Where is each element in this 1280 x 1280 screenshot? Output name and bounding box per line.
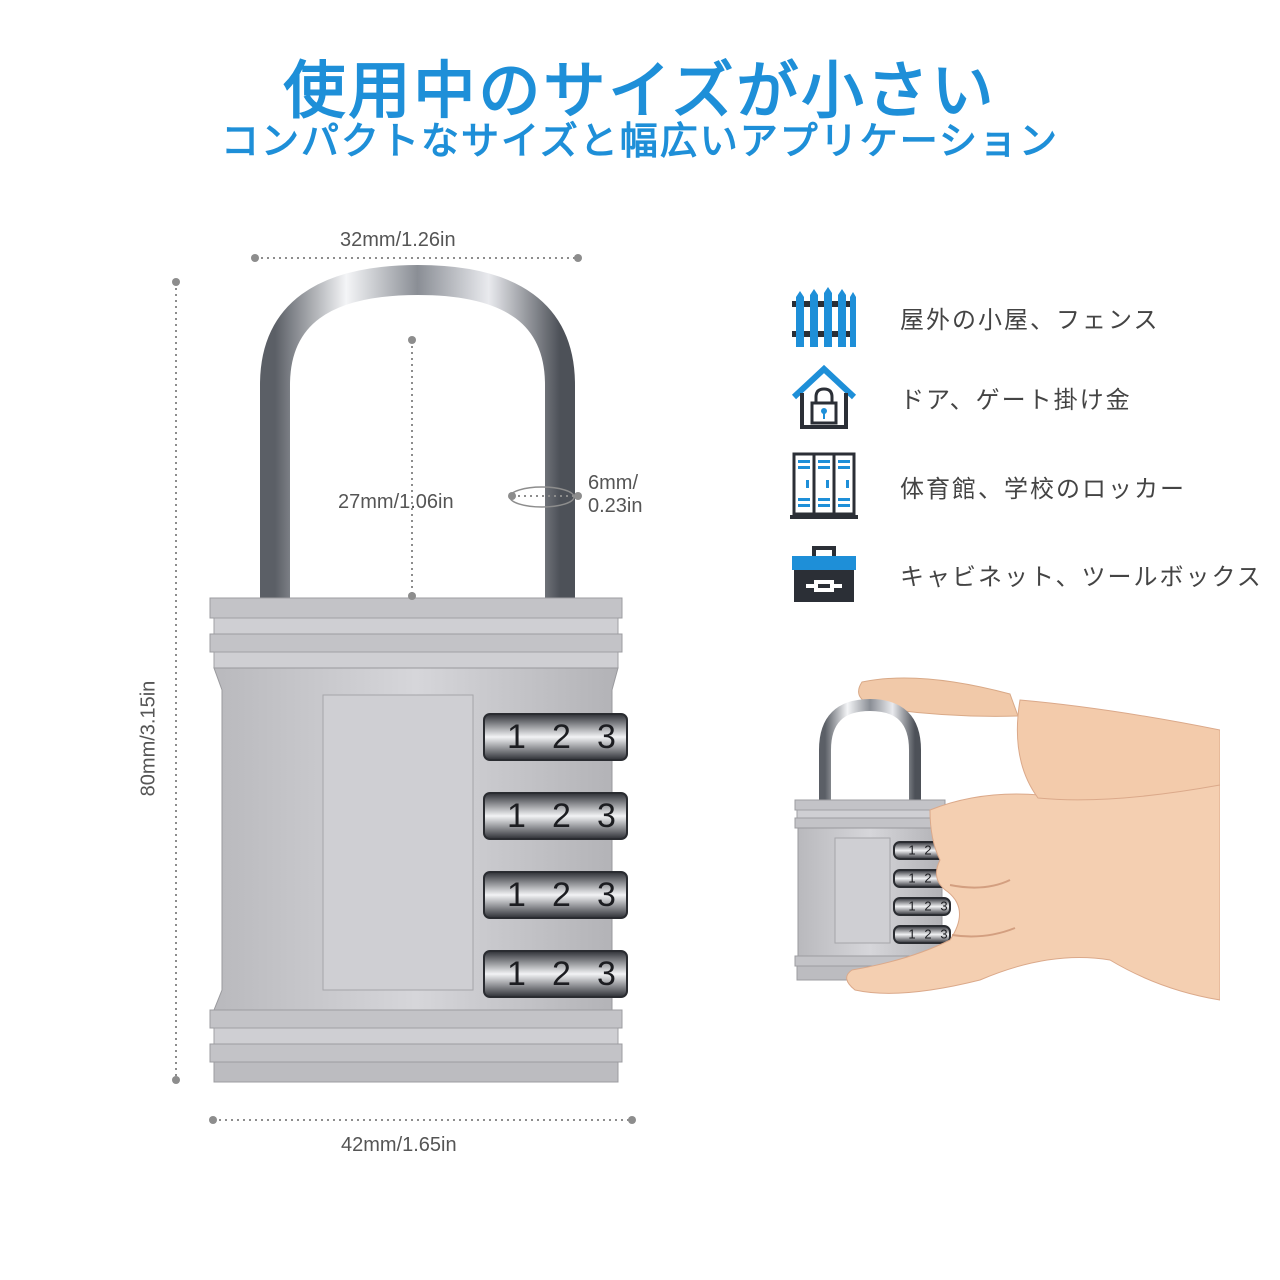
- dim-shackle-height: 27mm/1.06in: [338, 491, 454, 513]
- dial-digit: 2: [552, 718, 571, 756]
- use-item: 体育館、学校のロッカー: [790, 452, 1186, 520]
- dial-digit: 1: [908, 871, 915, 886]
- page-title: 使用中のサイズが小さい: [283, 54, 997, 127]
- house-lock-icon: [791, 364, 857, 429]
- use-item: ドア、ゲート掛け金: [790, 363, 1132, 431]
- dim-shackle-diameter-line2: 0.23in: [588, 495, 643, 517]
- use-label: 屋外の小屋、フェンス: [900, 305, 1160, 334]
- dial-wheel[interactable]: [893, 897, 951, 916]
- dial-digit: 2: [552, 876, 571, 914]
- dial-digit: 1: [507, 718, 526, 756]
- dial-digit: 2: [924, 871, 931, 886]
- dial-wheel[interactable]: [893, 925, 951, 944]
- dial-digit: 2: [552, 955, 571, 993]
- locker-icon: [790, 452, 858, 519]
- shackle: [260, 264, 575, 605]
- lock-body-top-ribs: [209, 597, 623, 669]
- toolbox-icon: [792, 546, 856, 602]
- use-label: ドア、ゲート掛け金: [900, 385, 1132, 414]
- dial-digit: 3: [597, 797, 616, 835]
- dial-digit: 2: [924, 927, 931, 942]
- lock-body-bottom-ribs: [209, 1009, 623, 1083]
- dim-shackle-diameter: 6mm/ 0.23in: [588, 472, 643, 518]
- label-plate: [322, 694, 474, 991]
- use-item: 屋外の小屋、フェンス: [790, 283, 1160, 351]
- dial-digit: 2: [552, 797, 571, 835]
- dial-digit: 3: [940, 927, 947, 942]
- dial-digit: 1: [507, 955, 526, 993]
- dial-digit: 3: [597, 876, 616, 914]
- dial-digit: 1: [908, 899, 915, 914]
- dial-digit: 1: [908, 927, 915, 942]
- dim-body-width: 42mm/1.65in: [341, 1134, 457, 1156]
- dim-shackle-diameter-line1: 6mm/: [588, 472, 638, 494]
- dial-wheel[interactable]: [483, 950, 628, 998]
- dim-shackle-width: 32mm/1.26in: [340, 229, 456, 251]
- use-label: キャビネット、ツールボックス: [900, 562, 1263, 591]
- dial-digit: 3: [597, 718, 616, 756]
- dial-digit: 1: [507, 876, 526, 914]
- fence-icon: [792, 287, 856, 347]
- dial-digit: 3: [597, 955, 616, 993]
- dial-digit: 1: [507, 797, 526, 835]
- dial-digit: 1: [908, 843, 915, 858]
- dial-digit: 2: [924, 899, 931, 914]
- dial-digit: 2: [924, 843, 931, 858]
- dim-total-height: 80mm/3.15in: [137, 680, 160, 797]
- dial-wheel[interactable]: [483, 792, 628, 840]
- use-label: 体育館、学校のロッカー: [900, 474, 1186, 503]
- page-subtitle: コンパクトなサイズと幅広いアプリケーション: [220, 119, 1060, 163]
- use-item: キャビネット、ツールボックス: [790, 540, 1263, 608]
- dial-digit: 3: [940, 899, 947, 914]
- dial-wheel[interactable]: [483, 713, 628, 761]
- dial-wheel[interactable]: [483, 871, 628, 919]
